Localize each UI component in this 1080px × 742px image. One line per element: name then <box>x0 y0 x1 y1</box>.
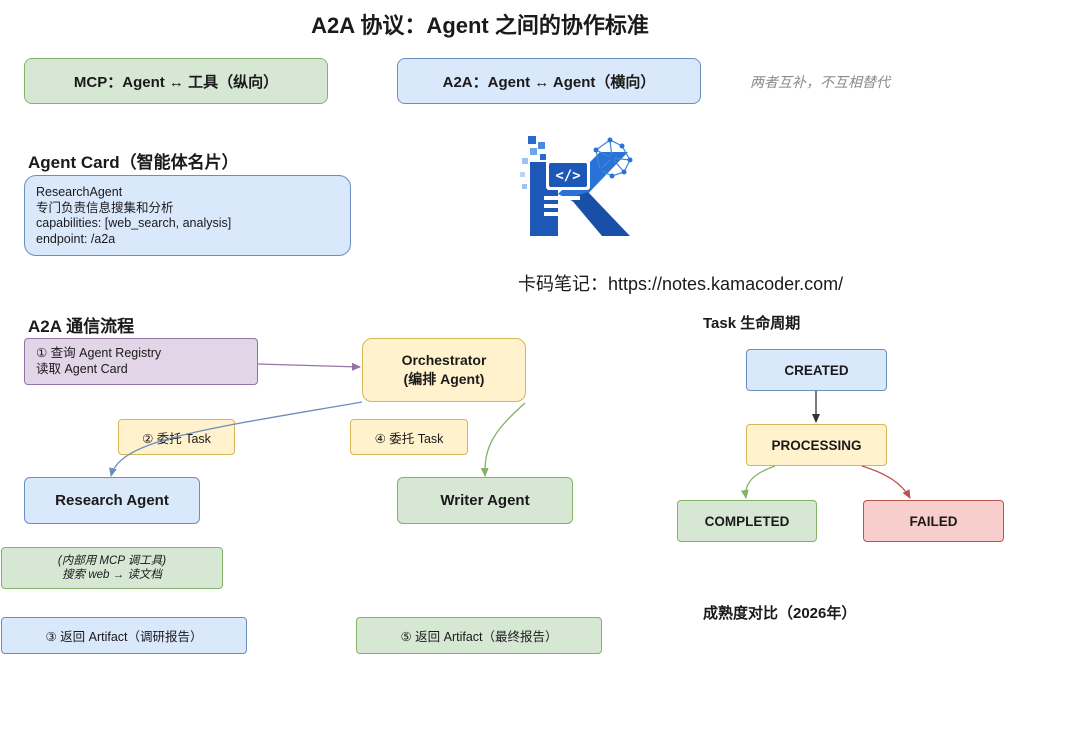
state-completed: COMPLETED <box>677 500 817 542</box>
maturity-heading: 成熟度对比（2026年） <box>703 605 857 622</box>
orchestrator-box: Orchestrator (编排 Agent) <box>362 338 526 402</box>
website-label: 卡码笔记：https://notes.kamacoder.com/ <box>518 274 844 294</box>
orchestrator-to-writer-connector <box>480 402 526 477</box>
agent-card-box: ResearchAgent 专门负责信息搜集和分析 capabilities: … <box>24 175 351 256</box>
orchestrator-subtitle: (编排 Agent) <box>403 371 485 387</box>
a2a-box: A2A：Agent ↔ Agent（横向） <box>397 58 701 104</box>
writer-agent-box: Writer Agent <box>397 477 573 524</box>
research-agent-box: Research Agent <box>24 477 200 524</box>
state-processing: PROCESSING <box>746 424 887 466</box>
mcp-box: MCP：Agent ↔ 工具（纵向） <box>24 58 328 104</box>
internal-note-line: 搜索 web → 读文档 <box>62 569 162 581</box>
state-failed: FAILED <box>863 500 1004 542</box>
step2-label: ② 委托 Task <box>118 419 235 455</box>
orchestrator-title: Orchestrator <box>401 352 487 368</box>
svg-text:</>: </> <box>555 168 580 184</box>
agent-card-line: 专门负责信息搜集和分析 <box>36 200 174 215</box>
step1-line: ① 查询 Agent Registry <box>36 346 162 360</box>
agent-card-line: ResearchAgent <box>36 185 123 199</box>
state-created: CREATED <box>746 349 887 391</box>
kamacoder-logo: </> <box>518 132 640 240</box>
agent-card-heading: Agent Card（智能体名片） <box>28 153 239 172</box>
internal-mcp-note: (内部用 MCP 调工具) 搜索 web → 读文档 <box>1 547 223 589</box>
step4-label: ④ 委托 Task <box>350 419 468 455</box>
step1-box: ① 查询 Agent Registry 读取 Agent Card <box>24 338 258 385</box>
agent-card-line: capabilities: [web_search, analysis] <box>36 216 232 230</box>
step1-to-orchestrator-connector <box>257 362 361 371</box>
internal-note-line: (内部用 MCP 调工具) <box>57 555 167 567</box>
page-title: A2A 协议：Agent 之间的协作标准 <box>311 13 649 38</box>
step5-box: ⑤ 返回 Artifact（最终报告） <box>356 617 602 654</box>
complement-note: 两者互补，不互相替代 <box>750 74 890 90</box>
step1-line: 读取 Agent Card <box>36 361 128 376</box>
processing-to-failed-connector <box>861 465 911 499</box>
lifecycle-heading: Task 生命周期 <box>703 315 801 332</box>
processing-to-completed-connector <box>740 465 776 499</box>
flow-heading: A2A 通信流程 <box>28 317 135 336</box>
agent-card-line: endpoint: /a2a <box>36 231 116 246</box>
step3-box: ③ 返回 Artifact（调研报告） <box>1 617 247 654</box>
